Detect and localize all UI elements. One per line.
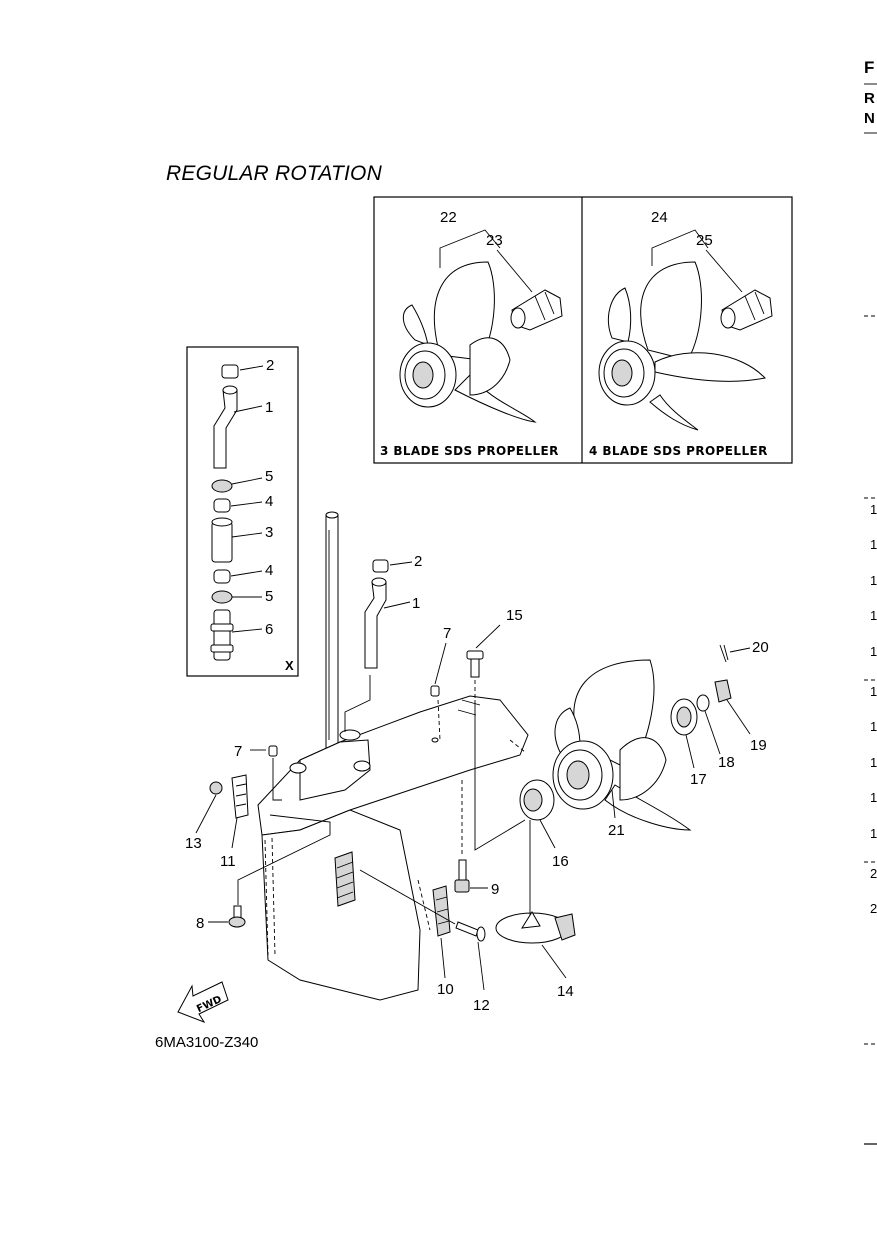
bolt-15: 15 bbox=[466, 607, 526, 851]
four-blade-hub-kit bbox=[720, 289, 773, 331]
thrust-spacer-16: 16 bbox=[519, 779, 569, 870]
edge-number: 2 bbox=[870, 901, 877, 916]
callout-19: 19 bbox=[750, 737, 767, 754]
callout-18: 18 bbox=[718, 754, 735, 771]
edge-number: 2 bbox=[870, 866, 877, 881]
edge-number: 1 bbox=[870, 608, 877, 623]
propeller-options-box: 3 BLADE SDS PROPELLER 4 BLADE SDS PROPEL… bbox=[373, 196, 793, 464]
inset-callout-4b: 4 bbox=[265, 562, 273, 579]
edge-number: 1 bbox=[870, 573, 877, 588]
page-title: REGULAR ROTATION bbox=[166, 162, 382, 185]
callout-10: 10 bbox=[437, 981, 454, 998]
four-blade-propeller bbox=[598, 261, 766, 431]
edge-letter-n: N bbox=[864, 110, 875, 127]
trim-tab-10: 10 bbox=[432, 885, 454, 998]
propeller-3-label: 3 BLADE SDS PROPELLER bbox=[380, 444, 559, 458]
inset-callout-4a: 4 bbox=[265, 493, 273, 510]
callout-7a: 7 bbox=[443, 625, 451, 642]
bolt-9: 9 bbox=[454, 780, 499, 898]
three-blade-hub-kit bbox=[510, 289, 563, 331]
bolt-8: 8 bbox=[196, 905, 246, 932]
callout-20: 20 bbox=[752, 639, 769, 656]
inset-callout-5a: 5 bbox=[265, 468, 273, 485]
callout-17: 17 bbox=[690, 771, 707, 788]
callout-15: 15 bbox=[506, 607, 523, 624]
edge-number: 1 bbox=[870, 826, 877, 841]
anode-14: 14 bbox=[495, 820, 576, 1000]
callout-24: 24 bbox=[651, 209, 668, 226]
callout-11: 11 bbox=[220, 853, 236, 870]
edge-number: 1 bbox=[870, 755, 877, 770]
main-propeller-21: 21 bbox=[552, 659, 692, 839]
callout-23: 23 bbox=[486, 232, 503, 249]
fwd-arrow-icon: FWD bbox=[177, 981, 229, 1024]
callout-7b: 7 bbox=[234, 743, 242, 760]
edge-number: 1 bbox=[870, 502, 877, 517]
edge-letter-f: F bbox=[864, 58, 875, 77]
dowel-pins: 7 7 bbox=[234, 625, 451, 801]
inset-callout-6: 6 bbox=[265, 621, 273, 638]
edge-number: 1 bbox=[870, 790, 877, 805]
edge-number: 1 bbox=[870, 684, 877, 699]
edge-letter-r: R bbox=[864, 90, 875, 107]
callout-25: 25 bbox=[696, 232, 713, 249]
propeller-4-label: 4 BLADE SDS PROPELLER bbox=[589, 444, 768, 458]
callout-1: 1 bbox=[412, 595, 420, 612]
edge-rules bbox=[864, 83, 877, 1145]
edge-number: 1 bbox=[870, 644, 877, 659]
inset-callout-5b: 5 bbox=[265, 588, 273, 605]
main-water-tube: 2 1 bbox=[344, 553, 422, 732]
callout-14: 14 bbox=[557, 983, 574, 1000]
figure-code: 6MA3100-Z340 bbox=[155, 1034, 259, 1051]
three-blade-propeller bbox=[399, 261, 537, 423]
callout-21: 21 bbox=[608, 822, 625, 839]
callout-22: 22 bbox=[440, 209, 457, 226]
callout-12: 12 bbox=[473, 997, 490, 1014]
callout-9: 9 bbox=[491, 881, 499, 898]
inset-x-box: X 2 1 5 4 3 4 5 6 bbox=[186, 346, 299, 677]
propeller-hardware: 17 18 19 20 bbox=[670, 639, 769, 788]
edge-number: 1 bbox=[870, 537, 877, 552]
screw-12: 12 bbox=[359, 869, 490, 1014]
callout-16: 16 bbox=[552, 853, 569, 870]
inset-callout-2: 2 bbox=[266, 357, 274, 374]
lower-unit-housing bbox=[257, 511, 529, 1001]
edge-number: 1 bbox=[870, 719, 877, 734]
trim-tab-parts: 13 11 bbox=[185, 774, 331, 905]
inset-callout-1: 1 bbox=[265, 399, 273, 416]
callout-8: 8 bbox=[196, 915, 204, 932]
inset-x-label: X bbox=[285, 658, 294, 673]
callout-2: 2 bbox=[414, 553, 422, 570]
callout-13: 13 bbox=[185, 835, 202, 852]
inset-callout-3: 3 bbox=[265, 524, 273, 541]
